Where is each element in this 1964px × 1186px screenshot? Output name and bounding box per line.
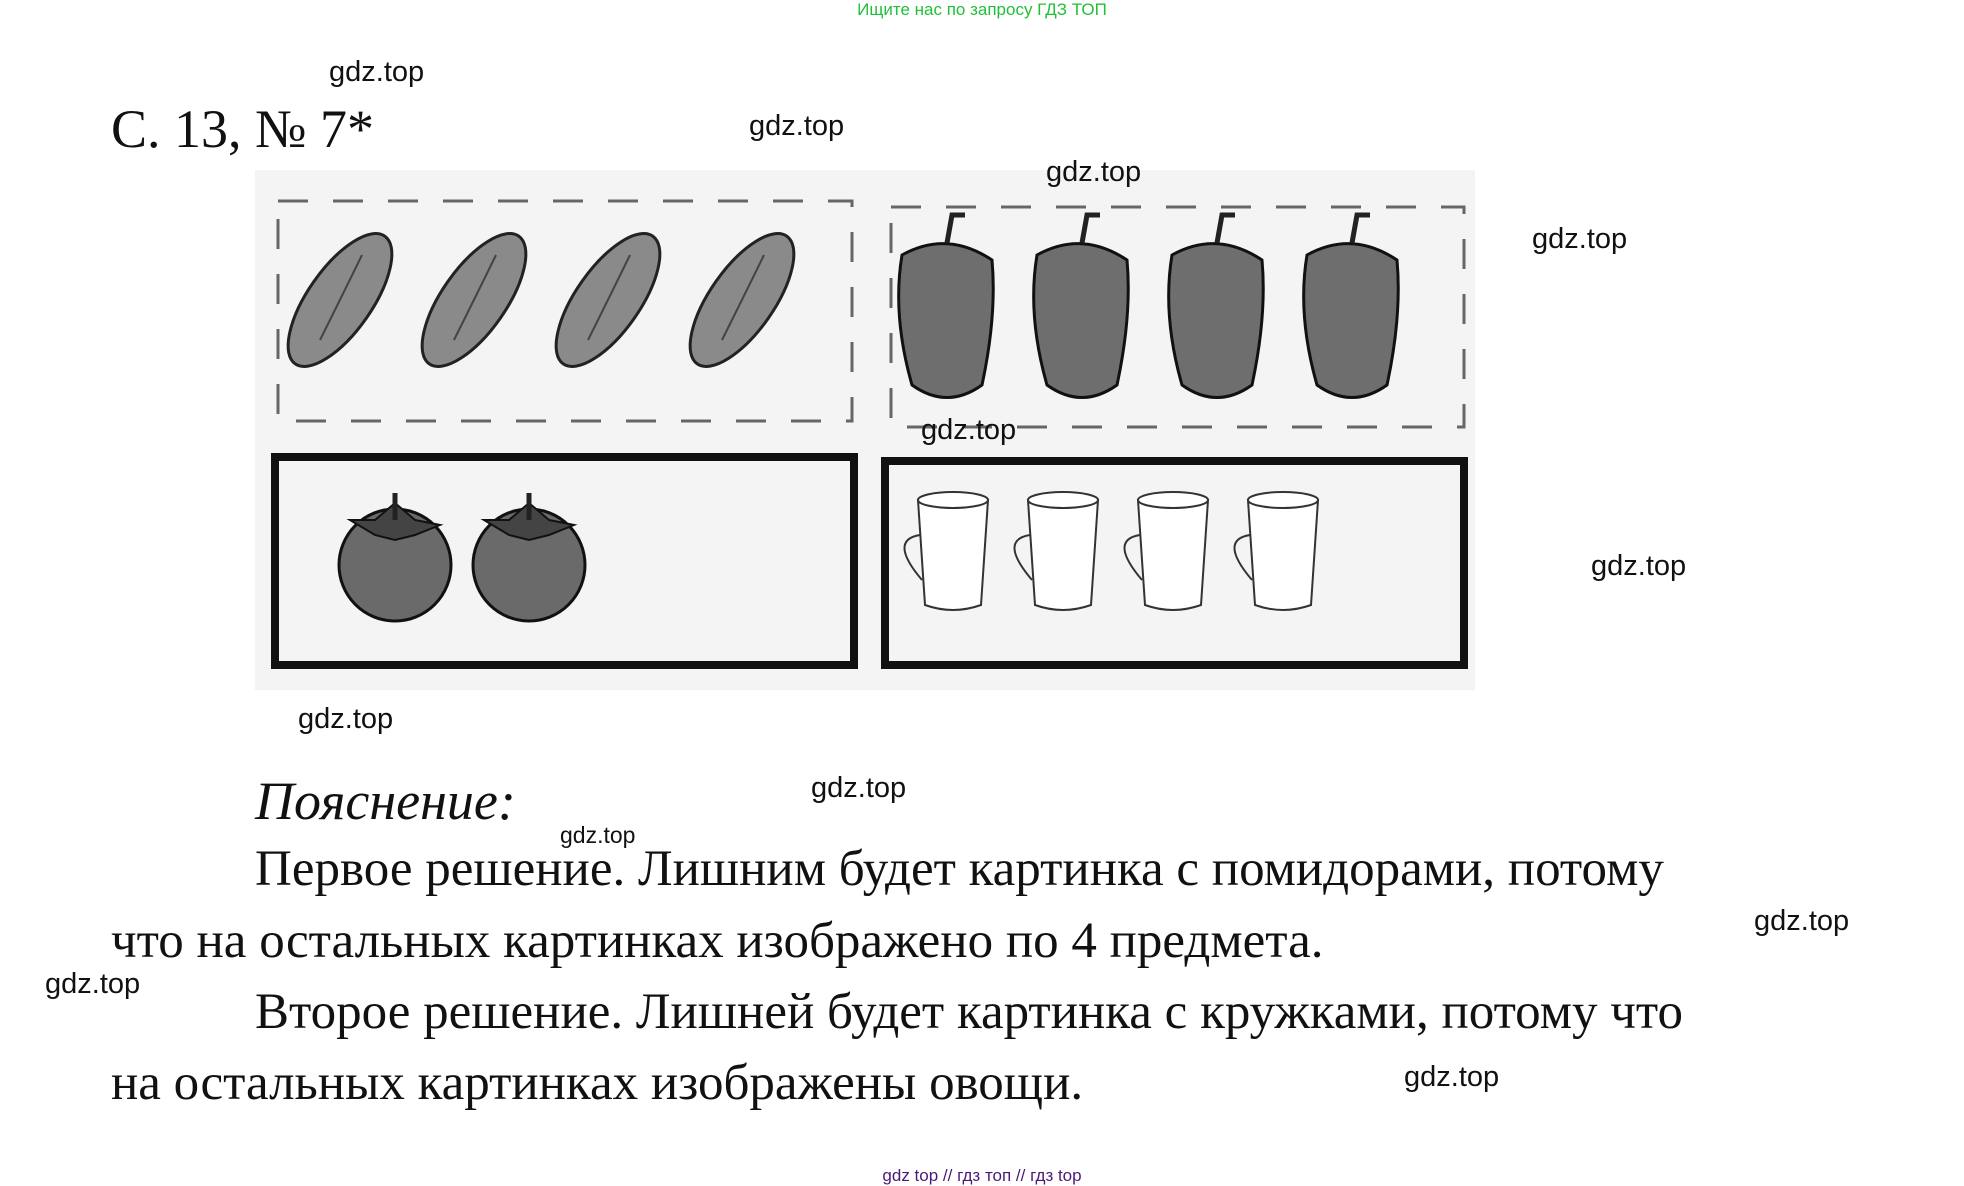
page-title: С. 13, № 7* bbox=[111, 99, 375, 159]
tomatoes-box bbox=[271, 453, 858, 669]
watermark: gdz.top bbox=[1754, 905, 1850, 937]
cup-handle bbox=[903, 534, 923, 581]
search-ad-banner[interactable]: Ищите нас по запросу ГДЗ ТОП bbox=[857, 0, 1107, 19]
watermark: gdz.top bbox=[1404, 1061, 1500, 1093]
cup-handle bbox=[1013, 534, 1033, 581]
pepper-stem bbox=[1214, 212, 1235, 244]
watermark: gdz.top bbox=[298, 703, 394, 735]
cucumber-stripe bbox=[319, 254, 363, 341]
pepper-stem bbox=[1079, 212, 1100, 244]
watermark: gdz.top bbox=[749, 110, 845, 142]
pepper-icon bbox=[897, 242, 995, 399]
cup-handle bbox=[1123, 534, 1143, 581]
pepper-icon bbox=[1302, 242, 1400, 399]
cucumber-stripe bbox=[721, 254, 765, 341]
explanation-line-1: Первое решение. Лишним будет картинка с … bbox=[255, 841, 1664, 897]
cup-handle bbox=[1233, 534, 1253, 581]
explanation-line-4: на остальных картинках изображены овощи. bbox=[111, 1055, 1084, 1111]
peppers-box bbox=[889, 205, 1466, 429]
explanation-heading: Пояснение: bbox=[255, 771, 516, 831]
cup-icon bbox=[1026, 499, 1100, 611]
watermark: gdz.top bbox=[811, 772, 907, 804]
cup-icon bbox=[916, 499, 990, 611]
cup-rim bbox=[1027, 491, 1099, 509]
cup-icon bbox=[1136, 499, 1210, 611]
cup-rim bbox=[1247, 491, 1319, 509]
cucumber-stripe bbox=[453, 254, 497, 341]
watermark: gdz.top bbox=[1046, 156, 1142, 188]
pepper-stem bbox=[944, 212, 965, 244]
tomato-leaves bbox=[480, 501, 578, 542]
tomato-leaves bbox=[346, 501, 444, 542]
cups-box bbox=[881, 457, 1468, 669]
watermark: gdz.top bbox=[329, 56, 425, 88]
cup-rim bbox=[1137, 491, 1209, 509]
exercise-illustration bbox=[255, 170, 1475, 690]
watermark: gdz.top bbox=[45, 968, 141, 1000]
explanation-line-3: Второе решение. Лишней будет картинка с … bbox=[255, 984, 1683, 1040]
cucumber-stripe bbox=[587, 254, 631, 341]
pepper-icon bbox=[1032, 242, 1130, 399]
pepper-icon bbox=[1167, 242, 1265, 399]
watermark: gdz.top bbox=[1591, 550, 1687, 582]
cup-icon bbox=[1246, 499, 1320, 611]
footer-links[interactable]: gdz top // гдз топ // гдз top bbox=[882, 1166, 1082, 1185]
watermark: gdz.top bbox=[560, 822, 636, 848]
watermark: gdz.top bbox=[1532, 223, 1628, 255]
watermark: gdz.top bbox=[921, 414, 1017, 446]
cucumbers-box bbox=[276, 199, 854, 423]
pepper-stem bbox=[1349, 212, 1370, 244]
explanation-line-2: что на остальных картинках изображено по… bbox=[111, 913, 1324, 969]
cup-rim bbox=[917, 491, 989, 509]
